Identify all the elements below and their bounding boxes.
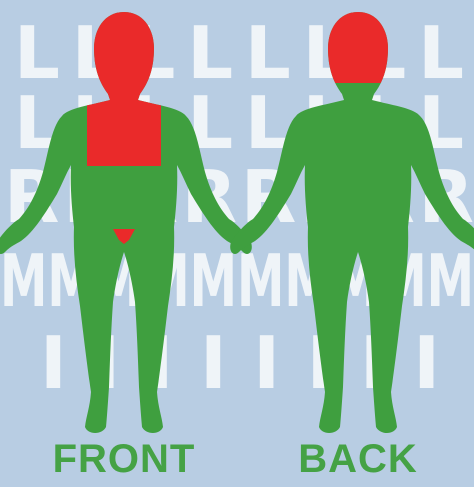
front-chest-highlight <box>87 94 161 166</box>
front-label: FRONT <box>53 437 196 481</box>
back-label: BACK <box>298 437 418 481</box>
